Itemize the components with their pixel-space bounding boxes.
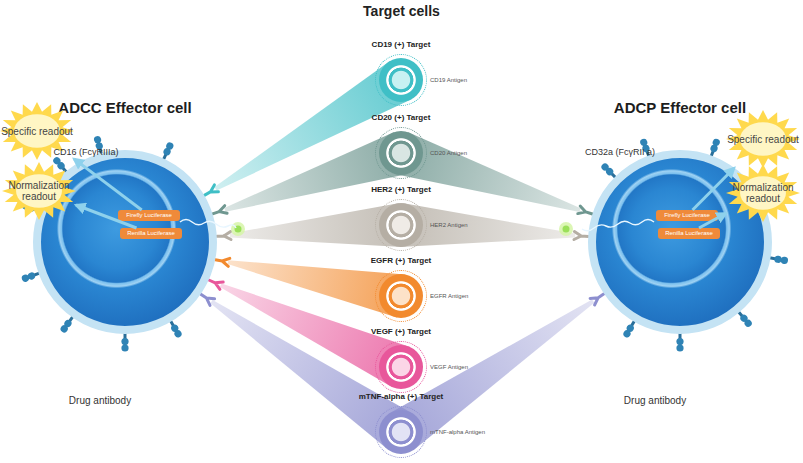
burst-rays (726, 164, 800, 222)
cell-heading: ADCC Effector cell (58, 99, 191, 116)
beam-wedge (228, 260, 406, 317)
readout-burst: Specific readout (726, 110, 800, 168)
antibody-symbol (574, 232, 588, 240)
part-label: Drug antibody (624, 395, 686, 406)
antibody-symbol (209, 280, 223, 289)
readout-label: Specific readout (727, 134, 799, 145)
signal-glow (235, 226, 242, 233)
luciferase-label: Firefly Luciferase (126, 212, 172, 218)
luciferase-label: Renilla Luciferase (665, 230, 713, 236)
antibody-symbol (578, 206, 593, 214)
readout-burst: Normalization readout (2, 162, 76, 220)
target-heading: CD20 (+) Target (372, 113, 431, 122)
readout-label: Normalization readout (2, 180, 76, 202)
burst-rays (726, 110, 800, 168)
antibody-beam (394, 132, 592, 214)
antibody-beam (400, 203, 589, 247)
antibody-beam (217, 203, 403, 247)
signal-glow (231, 222, 245, 236)
cell-heading: ADCP Effector cell (614, 99, 746, 116)
readout-label: Normalization readout (726, 182, 800, 204)
antibody-symbol (217, 232, 231, 240)
beam-wedge (394, 132, 580, 212)
readout-burst: Normalization readout (726, 164, 800, 222)
antigen-label: mTNF-alpha Antigen (430, 429, 485, 435)
luciferase-label: Firefly Luciferase (664, 212, 710, 218)
target-heading: EGFR (+) Target (371, 256, 432, 265)
antigen-label: CD20 Antigen (430, 150, 467, 156)
antibody-beam (215, 258, 405, 317)
target-heading: mTNF-alpha (+) Target (359, 392, 444, 401)
fc-receptor (769, 254, 789, 264)
target-heading: VEGF (+) Target (371, 327, 431, 336)
fc-receptor (676, 333, 683, 352)
part-label: CD32a (FcγRII a) (585, 147, 655, 157)
antibody-symbol (590, 294, 604, 305)
luciferase-box: Renilla Luciferase (658, 228, 720, 239)
signal-glow (563, 226, 570, 233)
beam-wedge (230, 203, 403, 247)
target-cell: EGFR (+) TargetEGFR Antigen (379, 274, 423, 318)
luciferase-box: Firefly Luciferase (656, 210, 718, 221)
target-cell: VEGF (+) TargetVEGF Antigen (379, 345, 423, 389)
luciferase-box: Firefly Luciferase (118, 210, 180, 221)
antigen-label: HER2 Antigen (430, 222, 468, 228)
antigen-label: VEGF Antigen (430, 364, 468, 370)
target-cell: CD19 (+) TargetCD19 Antigen (379, 58, 423, 102)
target-cell: HER2 (+) TargetHER2 Antigen (379, 203, 423, 247)
target-cell: CD20 (+) TargetCD20 Antigen (379, 131, 423, 175)
part-label: Drug antibody (69, 395, 131, 406)
target-heading: HER2 (+) Target (371, 185, 431, 194)
beam-wedge (400, 203, 576, 247)
burst-rays (2, 162, 76, 220)
fc-receptor (121, 333, 128, 352)
diagram-title: Target cells (0, 3, 803, 19)
antigen-label: EGFR Antigen (430, 293, 468, 299)
target-heading: CD19 (+) Target (372, 40, 431, 49)
target-cell: mTNF-alpha (+) TargetmTNF-alpha Antigen (379, 410, 423, 454)
signal-glow (559, 222, 573, 236)
readout-label: Specific readout (1, 126, 73, 137)
luciferase-box: Renilla Luciferase (120, 228, 182, 239)
antibody-symbol (215, 258, 230, 266)
antigen-label: CD19 Antigen (430, 77, 467, 83)
antibody-symbol (213, 206, 228, 214)
antibody-beam (213, 132, 408, 214)
antibody-symbol (204, 185, 218, 196)
antibody-symbol (201, 294, 215, 305)
luciferase-label: Renilla Luciferase (127, 230, 175, 236)
part-label: CD16 (FcγRIIIa) (53, 147, 118, 157)
